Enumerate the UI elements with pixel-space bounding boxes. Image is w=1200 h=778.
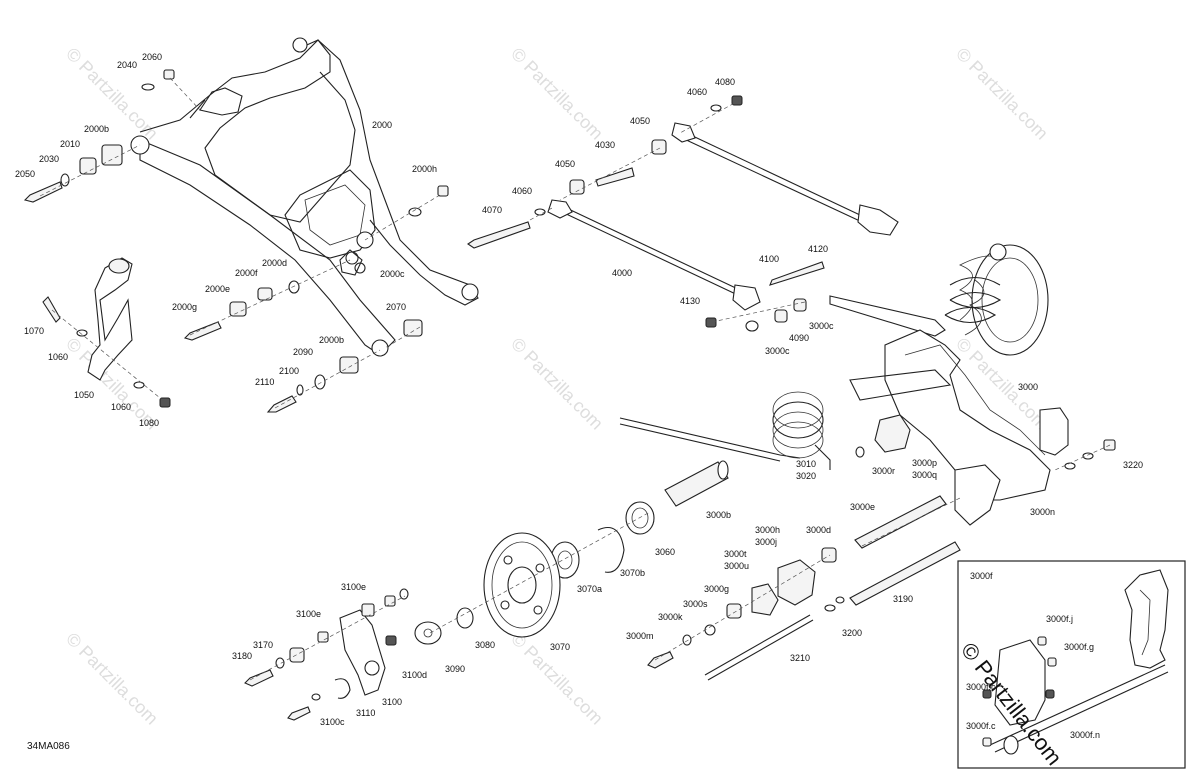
part-label-3020: 3020 xyxy=(796,471,816,481)
part-label-2000g: 2000g xyxy=(172,302,197,312)
part-label-3000fc_a: 3000f.c xyxy=(966,682,996,692)
part-label-2010: 2010 xyxy=(60,139,80,149)
part-label-2000c: 2000c xyxy=(380,269,405,279)
part-label-3000g: 3000g xyxy=(704,584,729,594)
part-label-4080: 4080 xyxy=(715,77,735,87)
part-label-3000c_a: 3000c xyxy=(809,321,834,331)
rear-suspension xyxy=(244,243,1116,721)
part-label-2000: 2000 xyxy=(372,120,392,130)
part-label-1070: 1070 xyxy=(24,326,44,336)
part-label-3000b: 3000b xyxy=(706,510,731,520)
part-label-4130: 4130 xyxy=(680,296,700,306)
part-label-2000f: 2000f xyxy=(235,268,258,278)
part-label-3110: 3110 xyxy=(356,708,375,718)
part-label-3000: 3000 xyxy=(1018,382,1038,392)
part-label-3170: 3170 xyxy=(253,640,273,650)
part-label-2000b_b: 2000b xyxy=(319,335,344,345)
part-label-3000fn: 3000f.n xyxy=(1070,730,1100,740)
part-label-4090: 4090 xyxy=(789,333,809,343)
part-label-3100e_b: 3100e xyxy=(296,609,321,619)
part-label-3080: 3080 xyxy=(475,640,495,650)
part-label-4050_b: 4050 xyxy=(555,159,575,169)
part-label-4050_a: 4050 xyxy=(630,116,650,126)
part-label-4070: 4070 xyxy=(482,205,502,215)
part-label-2110: 2110 xyxy=(255,377,274,387)
part-label-3000q: 3000q xyxy=(912,470,937,480)
part-label-4060_a: 4060 xyxy=(687,87,707,97)
part-label-4030: 4030 xyxy=(595,140,615,150)
part-label-2000b_a: 2000b xyxy=(84,124,109,134)
part-label-3000u: 3000u xyxy=(724,561,749,571)
part-label-3090: 3090 xyxy=(445,664,465,674)
part-label-2000e: 2000e xyxy=(205,284,230,294)
part-label-4100: 4100 xyxy=(759,254,779,264)
part-label-3000j: 3000j xyxy=(755,537,777,547)
part-label-2000d: 2000d xyxy=(262,258,287,268)
part-label-3200: 3200 xyxy=(842,628,862,638)
handle-assembly xyxy=(42,257,171,408)
part-label-2040: 2040 xyxy=(117,60,137,70)
part-label-3210: 3210 xyxy=(790,653,810,663)
part-label-3100: 3100 xyxy=(382,697,402,707)
part-label-2030: 2030 xyxy=(39,154,59,164)
part-label-4000: 4000 xyxy=(612,268,632,278)
part-label-3000m: 3000m xyxy=(626,631,654,641)
part-label-3100e_a: 3100e xyxy=(341,582,366,592)
part-label-2070: 2070 xyxy=(386,302,406,312)
diagram-code: 34MA086 xyxy=(27,741,70,752)
part-label-3000h: 3000h xyxy=(755,525,780,535)
part-label-1060_b: 1060 xyxy=(111,402,131,412)
watermark-5: © Partzilla.com xyxy=(507,334,607,434)
part-label-3100d: 3100d xyxy=(402,670,427,680)
front-arm-assembly xyxy=(23,37,479,413)
watermark-3: © Partzilla.com xyxy=(952,44,1052,144)
part-label-3000c_b: 3000c xyxy=(765,346,790,356)
part-label-2100: 2100 xyxy=(279,366,299,376)
part-label-2060: 2060 xyxy=(142,52,162,62)
inset-title: 3000f xyxy=(970,571,993,581)
part-label-4060_b: 4060 xyxy=(512,186,532,196)
part-label-2090: 2090 xyxy=(293,347,313,357)
part-label-1060_a: 1060 xyxy=(48,352,68,362)
part-label-3000n: 3000n xyxy=(1030,507,1055,517)
rod-assembly xyxy=(467,95,899,332)
part-label-3000fc_b: 3000f.c xyxy=(966,721,996,731)
inset-3000f xyxy=(957,560,1186,769)
part-label-3000e: 3000e xyxy=(850,502,875,512)
part-label-3000s: 3000s xyxy=(683,599,708,609)
part-label-3000fg: 3000f.g xyxy=(1064,642,1094,652)
part-label-3000t: 3000t xyxy=(724,549,747,559)
part-label-3100c: 3100c xyxy=(320,717,345,727)
part-label-3000d: 3000d xyxy=(806,525,831,535)
part-label-3190: 3190 xyxy=(893,594,913,604)
part-label-2050: 2050 xyxy=(15,169,35,179)
watermark-2: © Partzilla.com xyxy=(507,44,607,144)
part-label-3180: 3180 xyxy=(232,651,252,661)
watermark-7: © Partzilla.com xyxy=(62,629,162,729)
part-label-3000fj: 3000f.j xyxy=(1046,614,1073,624)
part-label-3000p: 3000p xyxy=(912,458,937,468)
part-label-1080: 1080 xyxy=(139,418,159,428)
part-label-4120: 4120 xyxy=(808,244,828,254)
part-label-3000k: 3000k xyxy=(658,612,683,622)
part-label-3010: 3010 xyxy=(796,459,816,469)
part-label-3060: 3060 xyxy=(655,547,675,557)
part-label-3220: 3220 xyxy=(1123,460,1143,470)
part-label-2000h: 2000h xyxy=(412,164,437,174)
part-label-3070a: 3070a xyxy=(577,584,602,594)
part-label-3000r: 3000r xyxy=(872,466,895,476)
part-label-3070: 3070 xyxy=(550,642,570,652)
part-label-3070b: 3070b xyxy=(620,568,645,578)
part-label-1050: 1050 xyxy=(74,390,94,400)
